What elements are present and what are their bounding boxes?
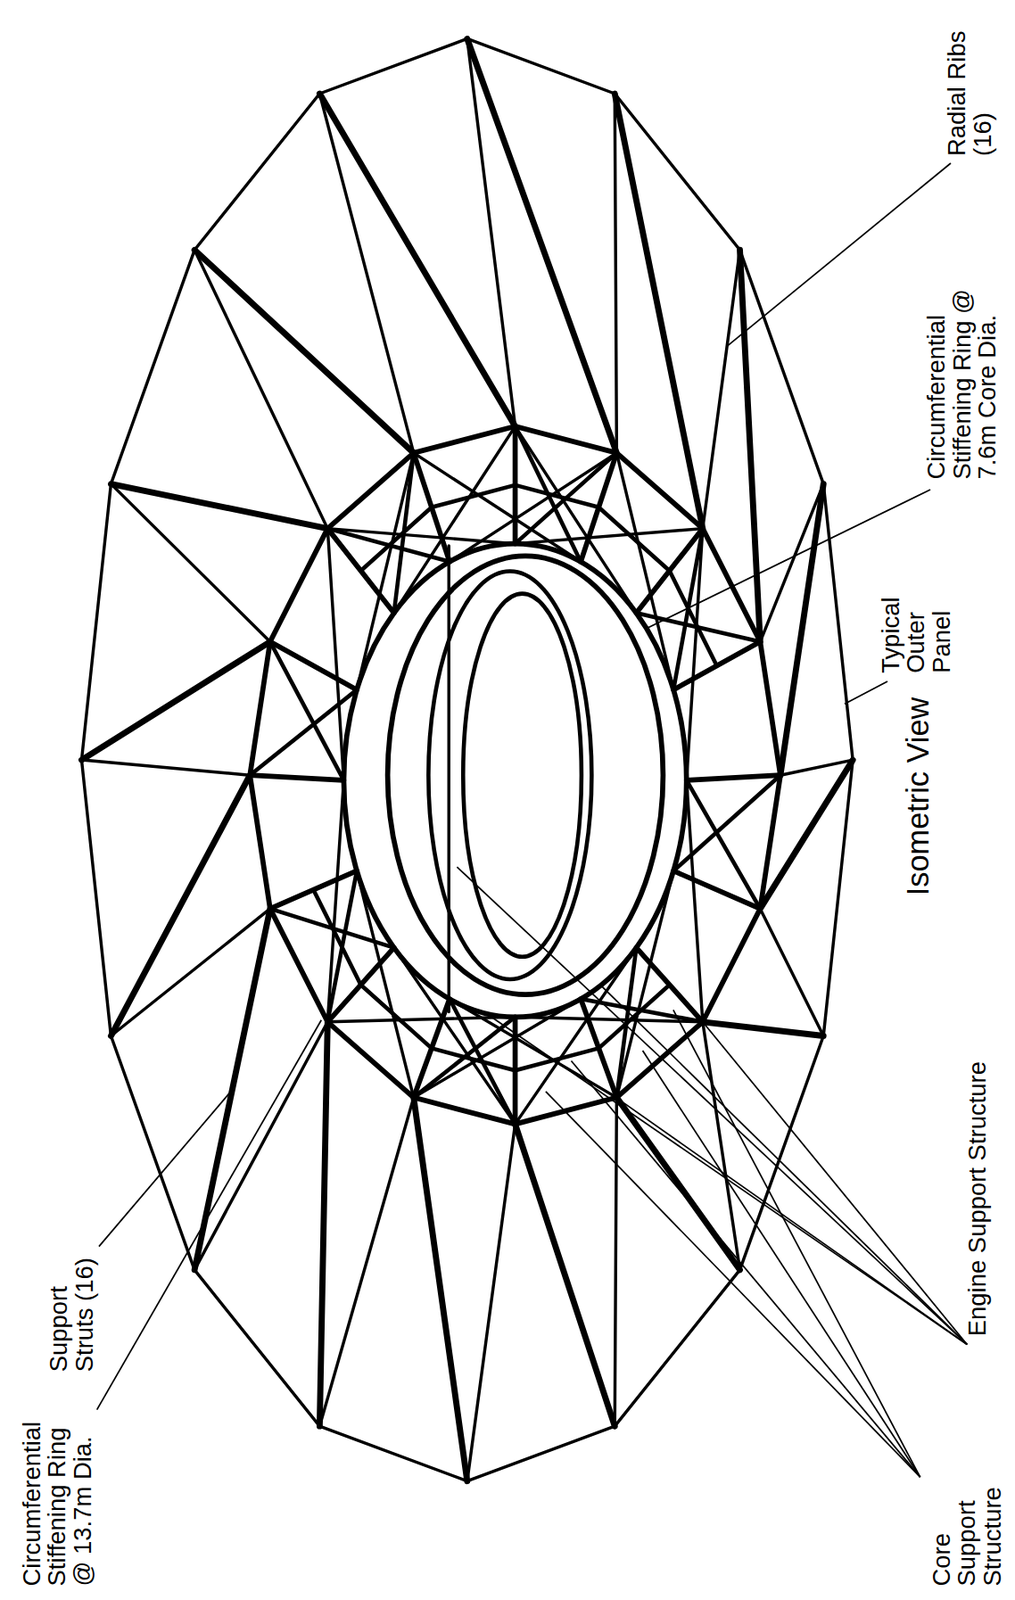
leader-line	[97, 1020, 322, 1411]
core-ring	[428, 570, 592, 979]
support-strut	[467, 38, 618, 453]
core-ring	[343, 544, 686, 1018]
radial-rib	[614, 1097, 617, 1428]
support-strut	[702, 1022, 824, 1037]
support-strut	[740, 249, 761, 642]
core-support-member	[270, 642, 345, 781]
radial-rib	[194, 249, 328, 529]
part-label: Typical Outer Panel	[877, 570, 955, 673]
stiffening-ring	[249, 426, 781, 1124]
core-ring	[462, 594, 582, 958]
engine-support-member	[313, 890, 361, 985]
leader-line	[545, 1091, 921, 1478]
core-support-member	[686, 780, 761, 909]
radial-rib	[319, 1097, 413, 1428]
radial-rib	[702, 249, 741, 529]
core-member	[447, 545, 451, 1013]
support-strut	[780, 484, 824, 776]
leader-line	[99, 1089, 233, 1247]
engine-support-member	[515, 1048, 600, 1071]
structure-frame	[81, 38, 853, 1481]
engine-support-member	[686, 528, 703, 781]
radial-rib	[319, 93, 413, 454]
support-strut	[614, 93, 703, 529]
support-strut	[413, 1097, 468, 1482]
radial-rib	[110, 484, 270, 643]
engine-support-member	[669, 570, 718, 666]
engine-support-member	[515, 485, 600, 508]
support-strut	[194, 249, 414, 454]
leader-line	[844, 681, 888, 704]
leader-line	[726, 163, 951, 347]
engine-support-member	[356, 870, 414, 1098]
engine-support-member	[327, 1016, 515, 1023]
radial-rib	[759, 908, 824, 1037]
engine-support-member	[361, 984, 432, 1049]
part-label: Engine Support Structure	[964, 1061, 991, 1337]
core-support-member	[249, 775, 344, 781]
leader-line	[702, 1022, 967, 1345]
leader-line	[616, 1097, 967, 1346]
leader-lines	[97, 163, 968, 1478]
radial-rib	[110, 908, 270, 1037]
radial-rib	[467, 1123, 516, 1481]
support-strut	[515, 1123, 616, 1427]
part-label: Circumferential Stiffening Ring @ 7.6m C…	[923, 270, 1000, 479]
engine-support-member	[686, 780, 703, 1023]
part-label: Circumferential Stiffening Ring @ 13.7m …	[18, 1397, 96, 1587]
engine-support-member	[616, 870, 674, 1098]
part-label: Support Struts (16)	[45, 1239, 97, 1373]
radial-rib	[81, 759, 250, 776]
engine-support-member	[598, 507, 669, 571]
engine-support-member	[327, 780, 344, 1023]
support-strut	[81, 642, 270, 761]
support-strut	[110, 775, 250, 1036]
part-label: Radial Ribs (16)	[943, 3, 995, 157]
diagram-title: Isometric View	[900, 697, 936, 896]
part-label: Core Support Structure	[928, 1463, 1006, 1586]
engine-support-member	[356, 453, 414, 691]
leader-line	[673, 1009, 921, 1478]
support-strut	[319, 93, 515, 427]
leader-line	[643, 1050, 921, 1478]
leader-line	[570, 1060, 920, 1478]
outer-ring	[81, 38, 853, 1481]
engine-support-member	[515, 948, 637, 1125]
leader-line	[601, 985, 968, 1346]
core-ring	[387, 555, 664, 995]
engine-support-member	[361, 507, 432, 571]
engine-support-member	[327, 528, 344, 781]
leader-line	[456, 866, 967, 1345]
engine-support-member	[515, 528, 703, 545]
radial-rib	[614, 93, 617, 454]
support-strut	[110, 484, 328, 529]
support-strut	[319, 1022, 328, 1427]
core-support-member	[686, 775, 781, 781]
engine-support-member	[616, 453, 674, 691]
radial-rib	[702, 1022, 741, 1271]
engine-support-member	[431, 1048, 516, 1071]
radial-rib	[194, 1022, 328, 1271]
